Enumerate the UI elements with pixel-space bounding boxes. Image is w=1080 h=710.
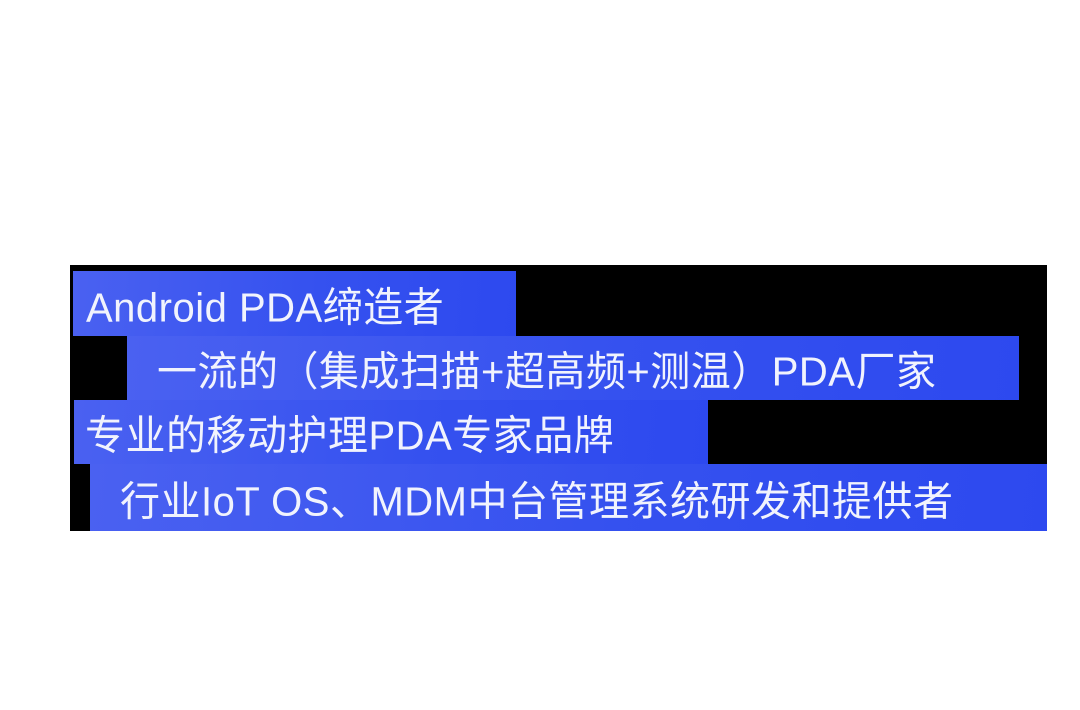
hero-line-2: 一流的（集成扫描+超高频+测温）PDA厂家 [127, 336, 1019, 400]
hero-line-2-text: 一流的（集成扫描+超高频+测温）PDA厂家 [157, 349, 937, 395]
hero-line-1: Android PDA缔造者 [73, 271, 516, 336]
hero-line-4: 行业IoT OS、MDM中台管理系统研发和提供者 [90, 464, 1047, 531]
hero-line-4-text: 行业IoT OS、MDM中台管理系统研发和提供者 [120, 479, 954, 525]
hero-line-3: 专业的移动护理PDA专家品牌 [74, 400, 708, 464]
hero-line-3-text: 专业的移动护理PDA专家品牌 [85, 413, 615, 459]
hero-banner-panel: Android PDA缔造者 一流的（集成扫描+超高频+测温）PDA厂家 专业的… [70, 265, 1047, 531]
hero-line-1-text: Android PDA缔造者 [86, 285, 445, 331]
